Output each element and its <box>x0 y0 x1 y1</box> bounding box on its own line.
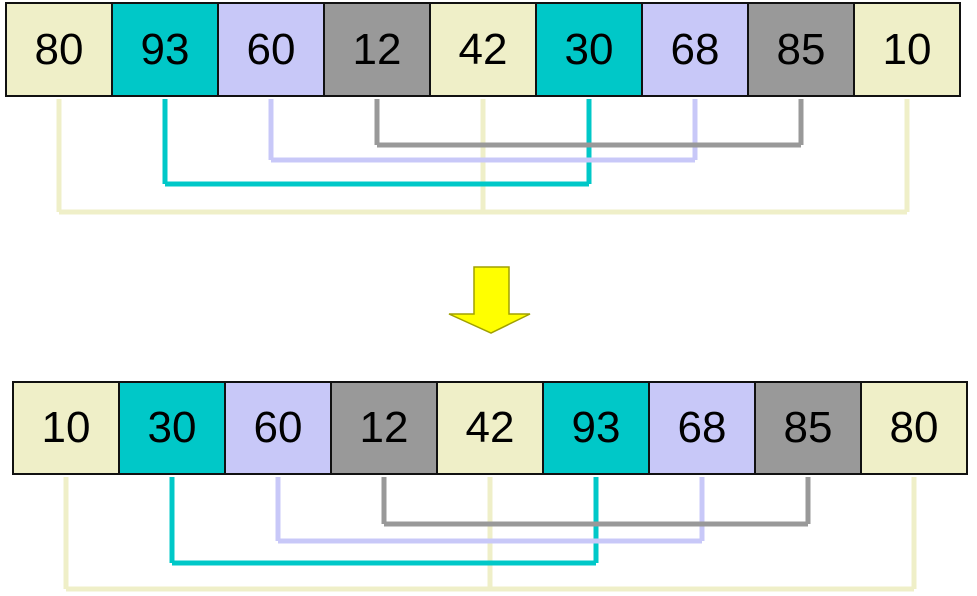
before-cell-8: 10 <box>853 2 961 97</box>
before-link-teal <box>162 99 592 187</box>
before-cell-0: 80 <box>5 2 113 97</box>
before-cell-2: 60 <box>217 2 325 97</box>
after-cell-6: 68 <box>648 381 756 475</box>
after-link-gray <box>381 477 811 527</box>
before-cell-3: 12 <box>323 2 431 97</box>
after-link-cream <box>63 477 917 592</box>
before-cell-5: 30 <box>535 2 643 97</box>
before-cell-1: 93 <box>111 2 219 97</box>
after-link-lavender <box>275 477 705 544</box>
before-link-lavender <box>268 99 698 163</box>
after-cell-1: 30 <box>118 381 226 475</box>
after-cell-8: 80 <box>860 381 968 475</box>
after-cell-7: 85 <box>754 381 862 475</box>
after-cell-4: 42 <box>436 381 544 475</box>
before-cell-7: 85 <box>747 2 855 97</box>
down-arrow-icon <box>448 266 531 334</box>
before-link-cream <box>56 99 910 215</box>
after-cell-0: 10 <box>12 381 120 475</box>
before-cell-4: 42 <box>429 2 537 97</box>
before-cell-6: 68 <box>641 2 749 97</box>
after-link-teal <box>169 477 599 566</box>
before-link-gray <box>374 99 804 148</box>
after-cell-3: 12 <box>330 381 438 475</box>
after-cell-2: 60 <box>224 381 332 475</box>
after-cell-5: 93 <box>542 381 650 475</box>
